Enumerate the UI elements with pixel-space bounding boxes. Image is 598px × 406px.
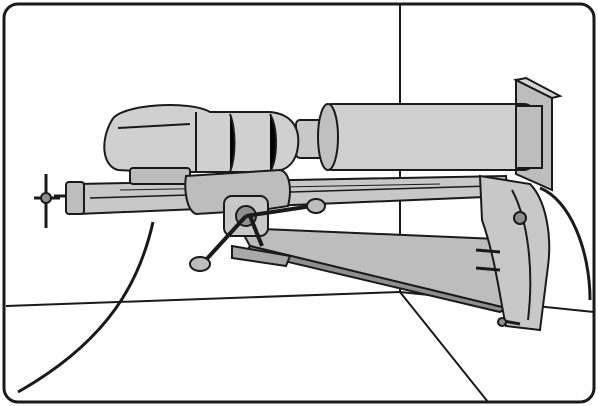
carriage-block [184,168,292,268]
support-arm [238,226,522,314]
drill-motor [103,104,300,185]
base-bracket [475,174,551,332]
rail-end-knob [34,174,60,228]
feed-handle [189,198,326,272]
power-cord [17,186,592,394]
core-bit-barrel [295,103,543,171]
